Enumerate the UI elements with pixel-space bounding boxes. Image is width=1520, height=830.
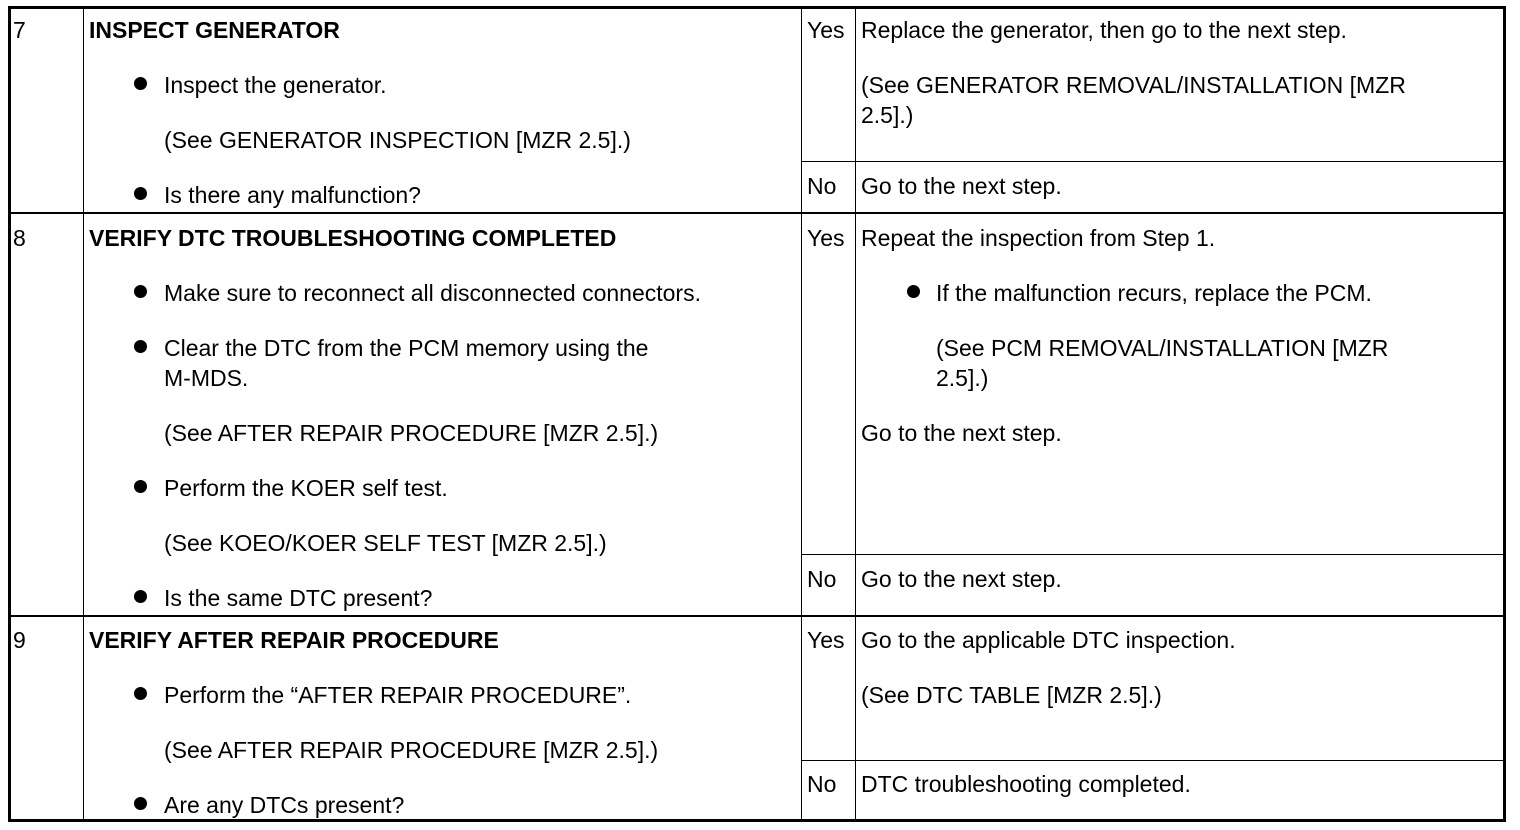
bullet-icon	[134, 590, 147, 603]
no-result: Go to the next step.	[861, 173, 1062, 199]
step-number: 8	[13, 225, 26, 251]
troubleshooting-table: 7 INSPECT GENERATOR Inspect the generato…	[8, 6, 1506, 822]
step-title: VERIFY DTC TROUBLESHOOTING COMPLETED	[89, 225, 617, 251]
no-result: DTC troubleshooting completed.	[861, 771, 1191, 797]
bullet-icon	[134, 187, 147, 200]
action-reference: (See GENERATOR INSPECTION [MZR 2.5].)	[164, 127, 631, 153]
bullet-icon	[134, 285, 147, 298]
bullet-icon	[134, 77, 147, 90]
yes-no-divider	[801, 760, 1503, 761]
column-divider	[855, 9, 856, 819]
no-result: Go to the next step.	[861, 566, 1062, 592]
yes-label: Yes	[807, 17, 845, 43]
yes-no-divider	[801, 554, 1503, 555]
action-text: Perform the “AFTER REPAIR PROCEDURE”.	[164, 682, 632, 708]
action-question: Is there any malfunction?	[164, 182, 421, 208]
column-divider	[83, 9, 84, 819]
action-text: Clear the DTC from the PCM memory using …	[164, 335, 649, 361]
step-title: VERIFY AFTER REPAIR PROCEDURE	[89, 627, 499, 653]
row-divider	[11, 615, 1503, 617]
action-question: Are any DTCs present?	[164, 792, 405, 818]
bullet-icon	[134, 480, 147, 493]
no-label: No	[807, 173, 837, 199]
action-text: Make sure to reconnect all disconnected …	[164, 280, 701, 306]
yes-reference: (See DTC TABLE [MZR 2.5].)	[861, 682, 1162, 708]
yes-result: Go to the next step.	[861, 420, 1062, 446]
column-divider	[801, 9, 802, 819]
action-text: Inspect the generator.	[164, 72, 387, 98]
yes-reference: (See GENERATOR REMOVAL/INSTALLATION [MZR	[861, 72, 1406, 98]
yes-result: Repeat the inspection from Step 1.	[861, 225, 1216, 251]
action-reference: (See AFTER REPAIR PROCEDURE [MZR 2.5].)	[164, 420, 659, 446]
step-number: 7	[13, 17, 26, 43]
action-question: Is the same DTC present?	[164, 585, 433, 611]
yes-condition: If the malfunction recurs, replace the P…	[936, 280, 1372, 306]
action-reference: (See KOEO/KOER SELF TEST [MZR 2.5].)	[164, 530, 607, 556]
action-text: M-MDS.	[164, 365, 249, 391]
yes-label: Yes	[807, 225, 845, 251]
yes-label: Yes	[807, 627, 845, 653]
row-divider	[11, 212, 1503, 214]
bullet-icon	[907, 285, 920, 298]
action-reference: (See AFTER REPAIR PROCEDURE [MZR 2.5].)	[164, 737, 659, 763]
yes-reference: (See PCM REMOVAL/INSTALLATION [MZR	[936, 335, 1389, 361]
bullet-icon	[134, 797, 147, 810]
step-title: INSPECT GENERATOR	[89, 17, 340, 43]
yes-result: Go to the applicable DTC inspection.	[861, 627, 1236, 653]
no-label: No	[807, 771, 837, 797]
yes-no-divider	[801, 161, 1503, 162]
yes-reference: 2.5].)	[936, 365, 989, 391]
no-label: No	[807, 566, 837, 592]
bullet-icon	[134, 687, 147, 700]
yes-result: Replace the generator, then go to the ne…	[861, 17, 1347, 43]
step-number: 9	[13, 627, 26, 653]
yes-reference: 2.5].)	[861, 102, 914, 128]
bullet-icon	[134, 340, 147, 353]
action-text: Perform the KOER self test.	[164, 475, 448, 501]
